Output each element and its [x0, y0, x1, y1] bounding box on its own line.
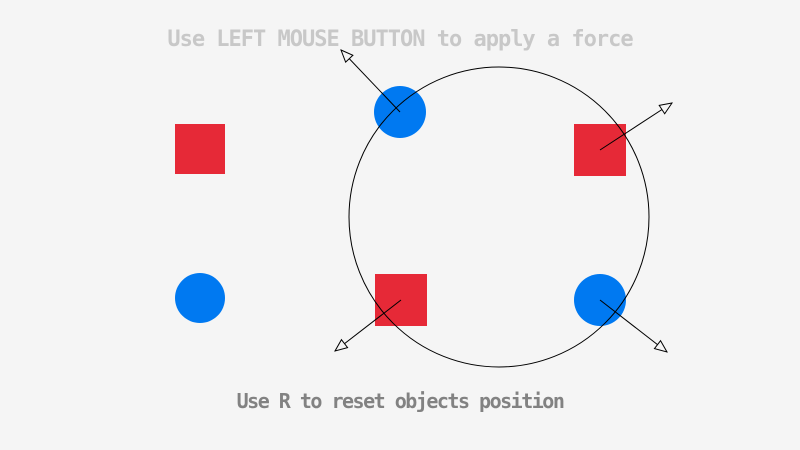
objects-layer [175, 86, 626, 326]
physics-ball[interactable] [175, 273, 225, 323]
force-arrow [341, 50, 401, 113]
top-hint-text: Use LEFT MOUSE BUTTON to apply a force [167, 27, 633, 52]
physics-box[interactable] [175, 124, 225, 174]
bottom-hint-text: Use R to reset objects position [236, 389, 565, 413]
force-arrow [599, 103, 672, 151]
force-arrow [335, 299, 402, 351]
boundary-layer [348, 66, 650, 368]
force-arrow [599, 299, 667, 352]
boundary-circle [348, 66, 650, 368]
arrows-layer [335, 50, 672, 352]
